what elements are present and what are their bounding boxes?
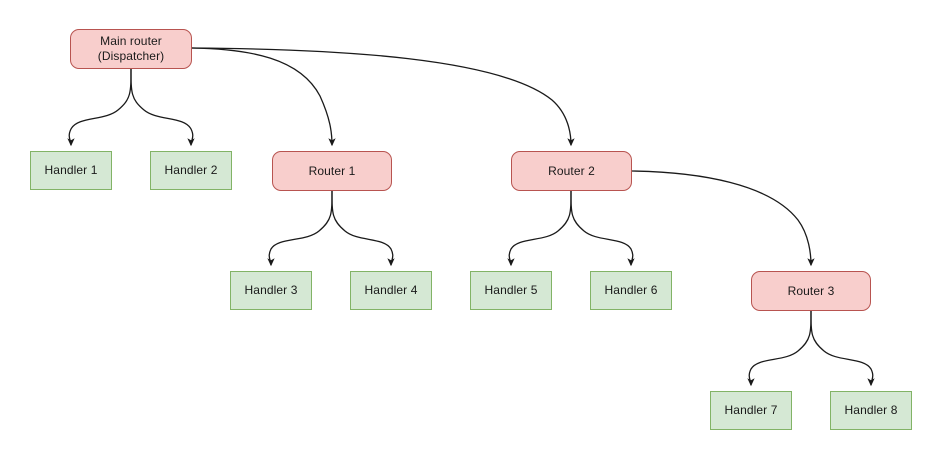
node-router-3[interactable]: Router 3 <box>751 271 871 311</box>
edge-main-to-router-2 <box>191 47 575 147</box>
node-handler-6-label: Handler 6 <box>604 283 658 297</box>
node-router-2-label: Router 2 <box>548 163 595 178</box>
node-handler-6[interactable]: Handler 6 <box>590 271 672 310</box>
node-router-1-label: Router 1 <box>308 163 356 178</box>
node-handler-7[interactable]: Handler 7 <box>710 391 792 430</box>
node-main-router[interactable]: Main router (Dispatcher) <box>70 29 192 69</box>
edge-router-3-to-handler-8 <box>810 310 875 387</box>
node-handler-8[interactable]: Handler 8 <box>830 391 912 430</box>
node-handler-7-label: Handler 7 <box>724 403 778 417</box>
node-handler-3[interactable]: Handler 3 <box>230 271 312 310</box>
node-handler-5-label: Handler 5 <box>484 283 538 297</box>
node-handler-2-label: Handler 2 <box>164 163 218 177</box>
node-router-1[interactable]: Router 1 <box>272 151 392 191</box>
node-handler-1[interactable]: Handler 1 <box>30 151 112 190</box>
edge-router-2-to-router-3 <box>631 170 815 267</box>
node-handler-2[interactable]: Handler 2 <box>150 151 232 190</box>
node-handler-4-label: Handler 4 <box>364 283 418 297</box>
edge-main-to-handler-1 <box>67 68 132 147</box>
node-router-3-label: Router 3 <box>787 283 835 298</box>
edge-router-1-to-handler-3 <box>267 190 333 267</box>
node-handler-8-label: Handler 8 <box>844 403 898 417</box>
edge-router-2-to-handler-5 <box>507 190 572 267</box>
edge-main-to-handler-2 <box>130 68 195 147</box>
node-handler-3-label: Handler 3 <box>244 283 298 297</box>
edge-router-3-to-handler-7 <box>747 310 812 387</box>
edge-router-2-to-handler-6 <box>570 190 635 267</box>
node-handler-5[interactable]: Handler 5 <box>470 271 552 310</box>
edge-main-to-router-1 <box>191 47 336 147</box>
node-handler-4[interactable]: Handler 4 <box>350 271 432 310</box>
node-router-2[interactable]: Router 2 <box>511 151 632 191</box>
node-main-router-label: Main router (Dispatcher) <box>97 34 165 63</box>
node-handler-1-label: Handler 1 <box>44 163 98 177</box>
edge-router-1-to-handler-4 <box>331 190 395 267</box>
